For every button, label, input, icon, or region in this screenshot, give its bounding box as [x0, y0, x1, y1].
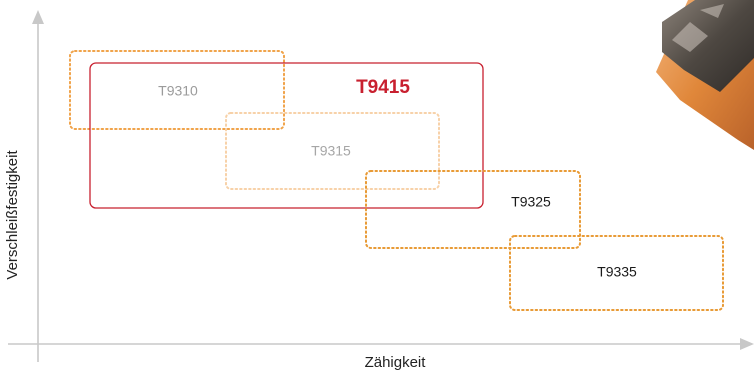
grade-box-t9310 — [69, 50, 285, 130]
grade-label-t9415: T9415 — [356, 77, 410, 98]
axes — [8, 10, 754, 362]
grade-box-t9325 — [365, 170, 581, 249]
grade-label-t9315: T9315 — [311, 143, 351, 159]
grade-box-t9415 — [89, 62, 484, 209]
grade-label-t9325: T9325 — [511, 194, 551, 210]
grade-box-t9335 — [509, 235, 724, 311]
grade-label-t9335: T9335 — [597, 264, 637, 280]
insert-image — [656, 0, 754, 150]
grade-label-t9310: T9310 — [158, 83, 198, 99]
y-axis-label: Verschleißfestigkeit — [4, 150, 21, 280]
y-axis-arrow-icon — [32, 10, 44, 24]
x-axis-arrow-icon — [740, 338, 754, 350]
grade-box-t9315 — [225, 112, 440, 190]
x-axis-label: Zähigkeit — [365, 354, 427, 371]
